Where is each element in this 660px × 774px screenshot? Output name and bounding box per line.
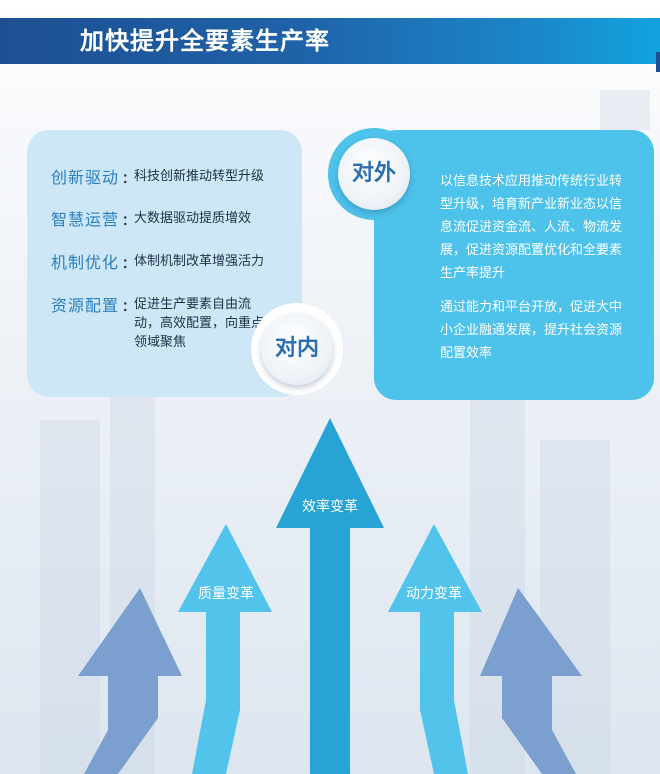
inner-item-text: 促进生产要素自由流动，高效配置，向重点领域聚焦 [134, 297, 265, 350]
arrow-right [388, 524, 482, 774]
inner-item-label: 创新驱动 [51, 168, 120, 187]
arrow-left-label: 质量变革 [198, 586, 254, 602]
inner-badge: 对内 [251, 303, 343, 395]
arrow-left [178, 524, 272, 774]
inner-item-colon: ： [122, 214, 136, 229]
outer-badge: 对外 [328, 128, 420, 220]
arrow-outer-left [78, 588, 182, 774]
arrow-center [276, 418, 384, 774]
inner-item-colon: ： [122, 300, 136, 315]
inner-item-colon: ： [122, 257, 136, 272]
header-accent [656, 52, 660, 72]
inner-item-colon: ： [122, 172, 136, 187]
inner-item-label: 资源配置 [51, 296, 120, 315]
inner-badge-label: 对内 [261, 313, 333, 385]
header-bar: 加快提升全要素生产率 [0, 18, 660, 64]
inner-item-text: 科技创新推动转型升级 [134, 169, 265, 184]
arrow-outer-right [480, 588, 582, 774]
outer-badge-label: 对外 [338, 138, 410, 210]
outer-paragraph: 通过能力和平台开放，促进大中小企业融通发展，提升社会资源配置效率 [440, 300, 623, 361]
arrow-right-label: 动力变革 [406, 586, 462, 602]
background-building [40, 420, 100, 774]
inner-item-label: 智慧运营 [51, 210, 120, 229]
outer-panel: 以信息技术应用推动传统行业转型升级，培育新产业新业态以信息流促进资金流、人流、物… [374, 130, 654, 400]
inner-item-text: 体制机制改革增强活力 [134, 254, 265, 269]
background-building [600, 90, 650, 130]
arrow-center-label: 效率变革 [302, 499, 358, 515]
outer-paragraph: 以信息技术应用推动传统行业转型升级，培育新产业新业态以信息流促进资金流、人流、物… [440, 174, 623, 281]
inner-item-text: 大数据驱动提质增效 [134, 211, 252, 226]
inner-item-label: 机制优化 [51, 253, 120, 272]
page-title: 加快提升全要素生产率 [80, 27, 330, 55]
